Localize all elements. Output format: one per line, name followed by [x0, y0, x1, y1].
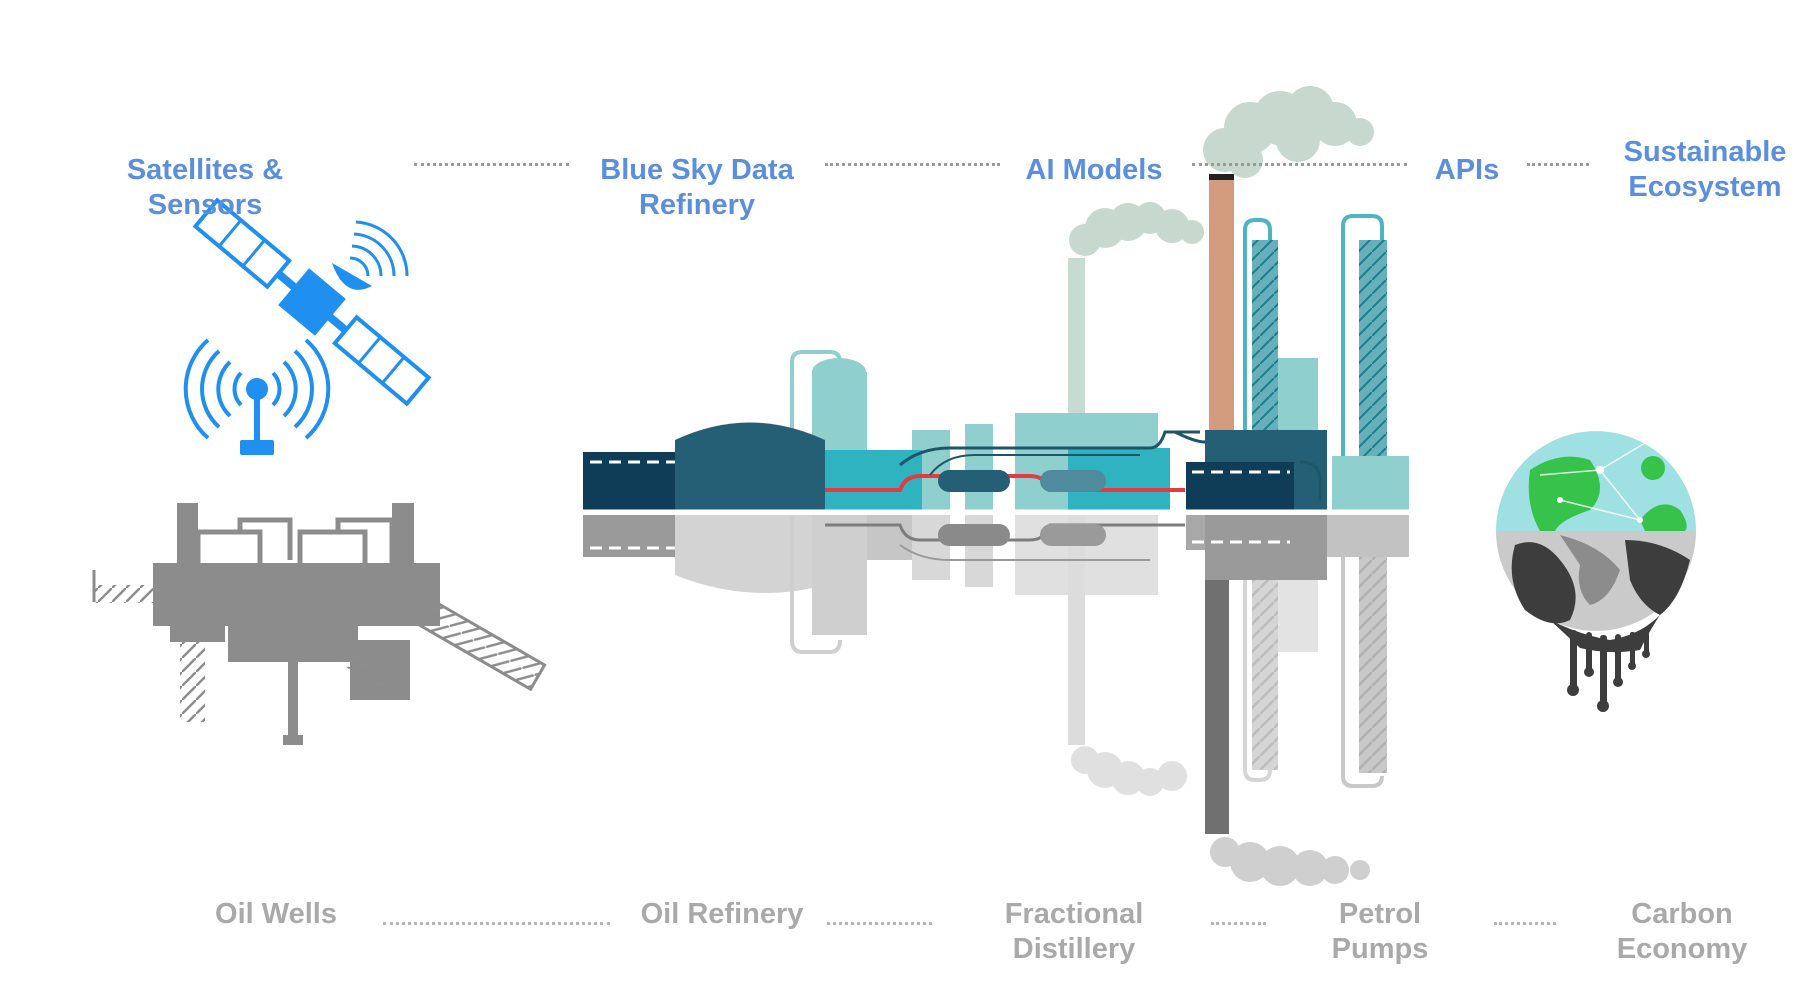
refinery-icon	[583, 86, 1409, 511]
refinery-reflection	[583, 515, 1409, 886]
label-oil-refinery: Oil Refinery	[640, 898, 804, 930]
dotted-connector	[414, 163, 569, 166]
dotted-connector	[827, 922, 932, 925]
satellite-icon	[192, 197, 432, 407]
label-oil-wells: Oil Wells	[215, 898, 337, 930]
label-ai-models: AI Models	[1025, 154, 1163, 186]
dotted-connector	[383, 922, 610, 925]
globe-icon	[1496, 431, 1696, 712]
dotted-connector	[1211, 922, 1266, 925]
dotted-connector	[1192, 163, 1407, 166]
dotted-connector	[1494, 922, 1556, 925]
label-apis: APIs	[1434, 154, 1500, 186]
dotted-connector	[825, 163, 1000, 166]
antenna-icon	[183, 338, 331, 455]
dotted-connector	[1527, 163, 1589, 166]
label-satellites-sensors: Satellites &Sensors	[126, 154, 284, 221]
oil-rig-icon	[92, 503, 547, 745]
smoke-cloud	[1069, 86, 1374, 256]
